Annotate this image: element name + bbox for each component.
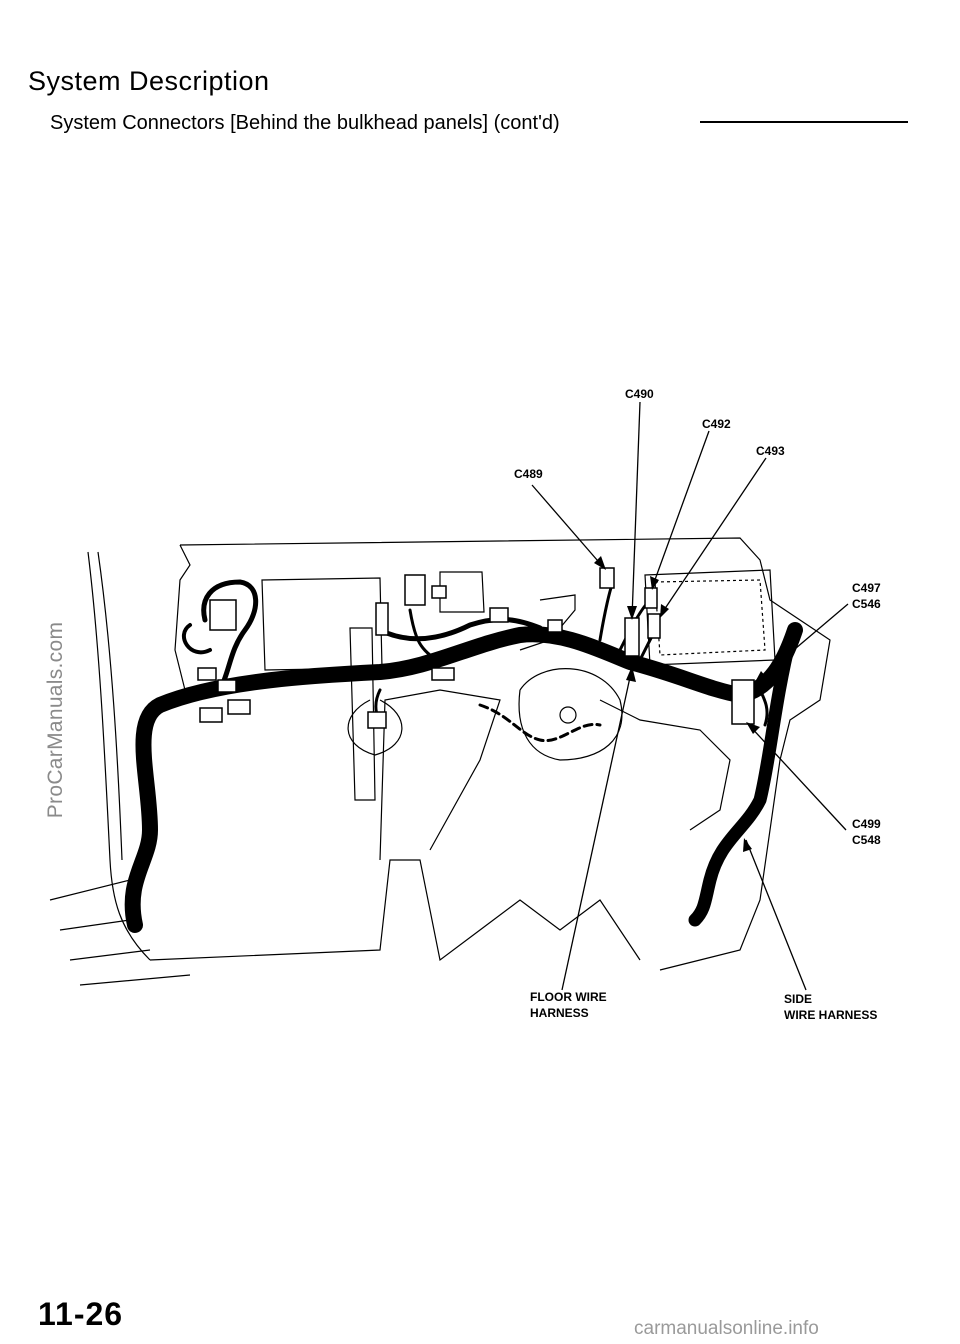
bottom-watermark: carmanualsonline.info: [634, 1318, 819, 1339]
callout-floor-wire-harness-line1: FLOOR WIRE: [530, 990, 607, 1004]
callout-c546: C546: [852, 597, 881, 611]
wire-harness: [124, 579, 803, 933]
callout-c548: C548: [852, 833, 881, 847]
subtitle-rule: [700, 121, 908, 123]
callout-side-wire-harness-line2: WIRE HARNESS: [784, 1008, 877, 1022]
callout-c499: C499: [852, 817, 881, 831]
callout-leaders: [531, 401, 849, 991]
page-title: System Description: [28, 66, 270, 96]
callout-c490: C490: [625, 387, 654, 401]
callout-c492: C492: [702, 417, 731, 431]
callout-floor-wire-harness-line2: HARNESS: [530, 1006, 589, 1020]
section-subtitle: System Connectors [Behind the bulkhead p…: [50, 112, 560, 134]
connectors: [197, 567, 755, 729]
callout-c489: C489: [514, 467, 543, 481]
callout-c497: C497: [852, 581, 881, 595]
callout-c493: C493: [756, 444, 785, 458]
leader-arrowheads: [594, 556, 767, 852]
page-number: 11-26: [38, 1296, 124, 1332]
callout-side-wire-harness-line1: SIDE: [784, 992, 812, 1006]
bulkhead-panel-outline: [49, 537, 831, 986]
connector-diagram: C490 C492 C493 C489 C497 C546 C499 C548 …: [49, 387, 881, 1022]
